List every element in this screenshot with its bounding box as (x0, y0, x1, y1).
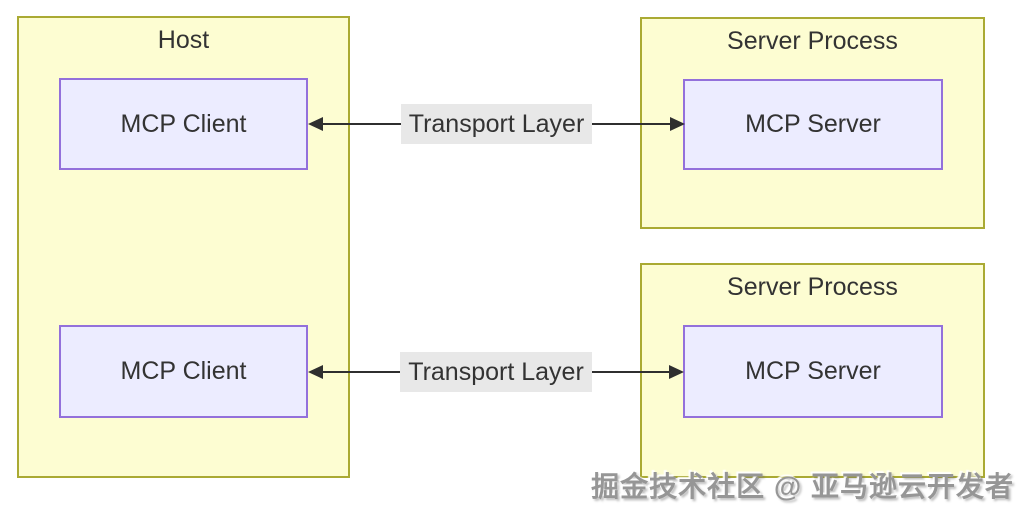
mcp-server-label: MCP Server (745, 357, 881, 385)
transport-layer-label: Transport Layer (400, 352, 592, 392)
server-process-group: Server Process MCP Server (640, 17, 985, 229)
transport-layer-label: Transport Layer (400, 104, 593, 144)
connector-line (592, 123, 671, 125)
connector-line (323, 123, 401, 125)
right-arrowhead-icon (670, 117, 686, 131)
mcp-server-node: MCP Server (683, 325, 943, 418)
host-title: Host (157, 26, 210, 54)
mcp-client-node: MCP Client (59, 78, 308, 170)
mcp-client-node: MCP Client (59, 325, 308, 418)
left-arrowhead-icon (308, 365, 323, 379)
connector-line (323, 371, 401, 373)
transport-connector: Transport Layer (308, 352, 685, 392)
connector-line (591, 371, 670, 373)
mcp-server-label: MCP Server (745, 110, 881, 138)
server-process-title: Server Process (727, 273, 898, 301)
mcp-server-node: MCP Server (683, 79, 943, 170)
server-process-group: Server Process MCP Server (640, 263, 985, 478)
mcp-client-label: MCP Client (120, 109, 247, 138)
left-arrowhead-icon (308, 117, 323, 131)
host-group: Host MCP Client MCP Client (17, 16, 350, 478)
right-arrowhead-icon (669, 365, 685, 379)
watermark-text: 掘金技术社区 @ 亚马逊云开发者 (591, 471, 1014, 502)
mcp-client-label: MCP Client (120, 357, 247, 385)
server-process-title: Server Process (727, 27, 898, 55)
transport-connector: Transport Layer (308, 104, 686, 144)
